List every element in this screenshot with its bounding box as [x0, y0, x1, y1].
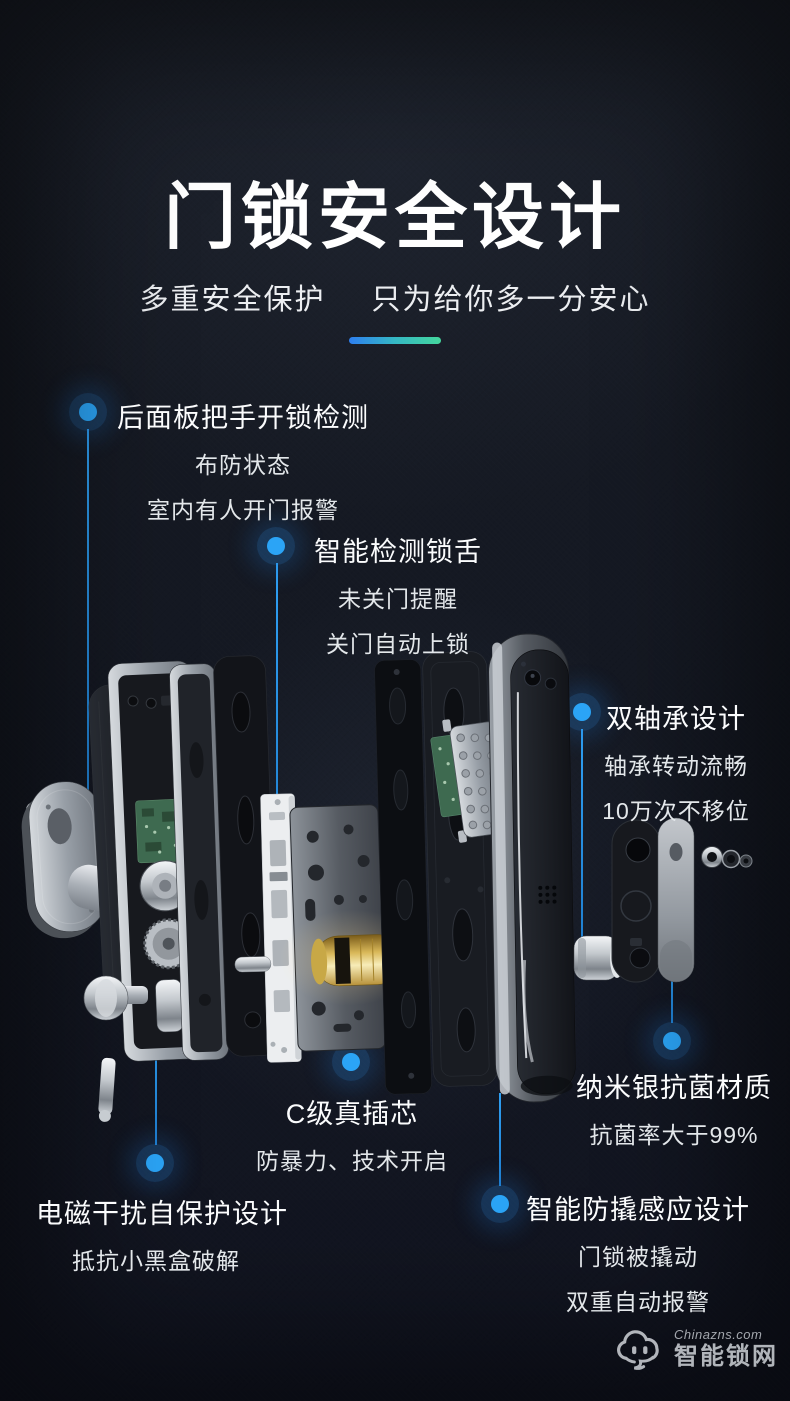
callout-line: 抵抗小黑盒破解 — [72, 1248, 240, 1274]
callout-dot-bolt — [257, 527, 295, 565]
callout-dot-tamper — [481, 1185, 519, 1223]
front-panel — [488, 633, 576, 1103]
callout-title: 纳米银抗菌材质 — [576, 1073, 772, 1103]
spindle — [98, 1057, 116, 1122]
leader-line-emi — [155, 1008, 157, 1145]
callout-title: 后面板把手开锁检测 — [117, 403, 369, 433]
callout-dot-emi — [136, 1144, 174, 1182]
leader-line-tamper — [499, 1093, 501, 1186]
page-subtitle: 多重安全保护 只为给你多一分安心 — [0, 276, 790, 318]
callout-title: 电磁干扰自保护设计 — [36, 1199, 288, 1229]
callout-dual-bearing: 双轴承设计 轴承转动流畅 10万次不移位 — [600, 697, 752, 826]
callout-title: 双轴承设计 — [606, 704, 746, 734]
callout-line: 室内有人开门报警 — [147, 497, 339, 523]
handle-cover-shell — [657, 817, 695, 983]
gradient-divider — [349, 337, 441, 344]
leader-line-rear-handle — [87, 429, 89, 795]
bearing-rings — [701, 846, 753, 869]
brand-name-en: Chinazns.com — [674, 1326, 763, 1342]
speaker-grille — [538, 885, 557, 904]
strike-plate-2 — [422, 651, 498, 1087]
latch-pin — [234, 956, 272, 973]
callout-c-grade-cylinder: C级真插芯 防暴力、技术开启 — [253, 1092, 451, 1176]
brand-cloud-icon — [617, 1330, 659, 1370]
callout-nano-silver: 纳米银抗菌材质 抗菌率大于99% — [572, 1066, 776, 1150]
subtitle-right: 只为给你多一分安心 — [371, 284, 651, 316]
brand-logo: Chinazns.com 智能锁网 — [612, 1324, 778, 1374]
page-title: 门锁安全设计 — [163, 178, 626, 258]
handle-back-shell — [611, 819, 661, 983]
callout-title: C级真插芯 — [285, 1099, 419, 1129]
callout-line: 未关门提醒 — [338, 586, 458, 612]
callout-line: 抗菌率大于99% — [589, 1122, 759, 1148]
pcb-board — [135, 798, 187, 864]
callout-line: 关门自动上锁 — [326, 631, 470, 657]
lock-exploded-illustration — [21, 633, 753, 1122]
callout-line: 门锁被撬动 — [578, 1244, 698, 1270]
callout-anti-tamper: 智能防撬感应设计 门锁被撬动 双重自动报警 — [524, 1188, 752, 1317]
strike-plate-1 — [374, 659, 432, 1095]
callout-dot-nano-silver — [653, 1022, 691, 1060]
leader-line-bolt — [276, 563, 278, 877]
callout-line: 防暴力、技术开启 — [256, 1148, 448, 1174]
brand-name-cn: 智能锁网 — [674, 1342, 778, 1370]
inner-dark-panel — [213, 655, 279, 1057]
callout-line: 轴承转动流畅 — [604, 753, 748, 779]
callout-title: 智能检测锁舌 — [314, 537, 482, 567]
callout-line: 布防状态 — [195, 452, 291, 478]
subtitle-left: 多重安全保护 — [139, 284, 326, 316]
callout-line: 双重自动报警 — [566, 1289, 710, 1315]
callout-emi-self-protection: 电磁干扰自保护设计 抵抗小黑盒破解 — [36, 1192, 288, 1276]
mid-frame-panel — [169, 663, 229, 1061]
callout-title: 智能防撬感应设计 — [526, 1195, 750, 1225]
leader-line-bearing — [581, 729, 583, 939]
callout-dot-rear-handle — [69, 393, 107, 431]
thumbturn-knob — [83, 975, 148, 1021]
callout-bolt-detection: 智能检测锁舌 未关门提醒 关门自动上锁 — [306, 530, 490, 659]
rear-escutcheon — [21, 781, 129, 939]
callout-line: 10万次不移位 — [602, 798, 750, 824]
callout-rear-handle-detection: 后面板把手开锁检测 布防状态 室内有人开门报警 — [112, 396, 374, 525]
